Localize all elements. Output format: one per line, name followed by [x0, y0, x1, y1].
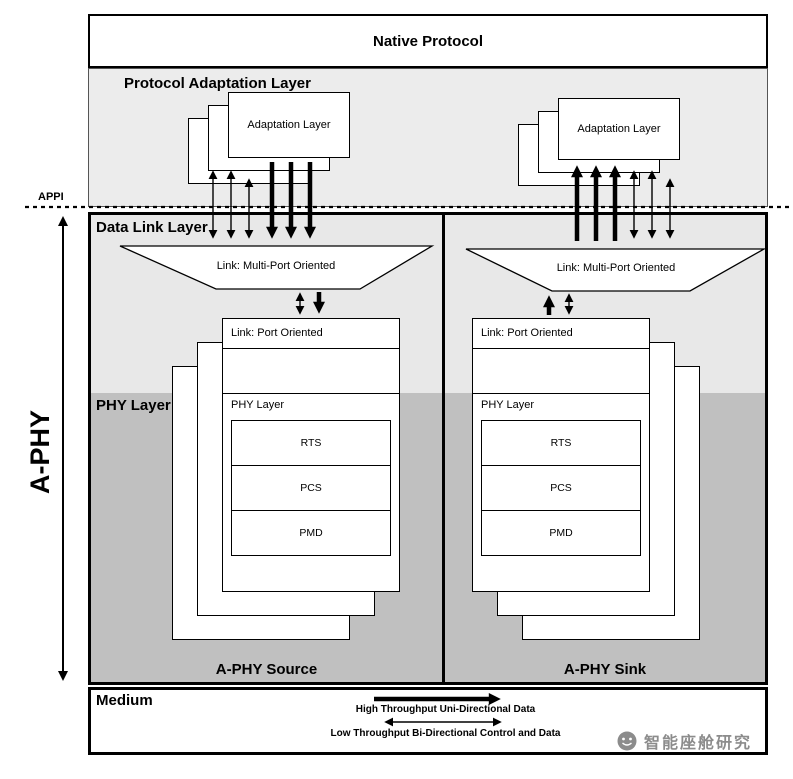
- legend-high-throughput-label: High Throughput Uni-Directional Data: [355, 704, 536, 715]
- phy-layer-label-right: PHY Layer: [481, 399, 534, 411]
- multiport-link-label-left: Link: Multi-Port Oriented: [216, 260, 336, 272]
- adaptation-stack-left: Adaptation Layer: [228, 92, 350, 158]
- phy-sublayer-row: RTS: [482, 421, 640, 466]
- watermark-text: 智能座舱研究: [644, 735, 753, 752]
- aphy-source-label: A-PHY Source: [215, 661, 318, 678]
- phy-sublayer-row: RTS: [232, 421, 390, 466]
- port-oriented-label-left: Link: Port Oriented: [223, 319, 399, 349]
- adaptation-stack-right: Adaptation Layer: [558, 98, 680, 160]
- phy-sublayer-row: PMD: [549, 527, 573, 539]
- aphy-region-border: [88, 212, 768, 685]
- phy-sublayer-table-left: RTS PCS PMD: [231, 420, 391, 556]
- medium-label: Medium: [96, 692, 153, 709]
- phy-sublayer-row: PCS: [482, 466, 640, 511]
- port-oriented-sheet-left: Link: Port Oriented PHY Layer RTS PCS PM…: [222, 318, 400, 592]
- appi-label: APPI: [38, 191, 64, 203]
- phy-layer-region-label: PHY Layer: [96, 397, 171, 414]
- multiport-link-label-right: Link: Multi-Port Oriented: [556, 262, 676, 274]
- source-sink-divider: [442, 215, 445, 682]
- protocol-adaptation-region-label: Protocol Adaptation Layer: [124, 75, 311, 92]
- brand-logo-icon: [617, 731, 637, 751]
- legend-low-throughput-label: Low Throughput Bi-Directional Control an…: [330, 728, 561, 739]
- aphy-sink-label: A-PHY Sink: [563, 661, 647, 678]
- aphy-vertical-label: A-PHY: [24, 410, 55, 495]
- phy-sublayer-table-right: RTS PCS PMD: [481, 420, 641, 556]
- native-protocol-label: Native Protocol: [372, 32, 484, 50]
- native-protocol-box: Native Protocol: [88, 14, 768, 68]
- phy-sublayer-row: PCS: [232, 466, 390, 511]
- phy-layer-box-right: PHY Layer RTS PCS PMD: [473, 393, 649, 591]
- watermark: 智能座舱研究: [616, 729, 752, 753]
- phy-layer-label-left: PHY Layer: [231, 399, 284, 411]
- phy-sublayer-row: PMD: [299, 527, 323, 539]
- port-oriented-sheet-right: Link: Port Oriented PHY Layer RTS PCS PM…: [472, 318, 650, 592]
- phy-layer-box-left: PHY Layer RTS PCS PMD: [223, 393, 399, 591]
- data-link-layer-label: Data Link Layer: [96, 219, 208, 236]
- port-oriented-label-right: Link: Port Oriented: [473, 319, 649, 349]
